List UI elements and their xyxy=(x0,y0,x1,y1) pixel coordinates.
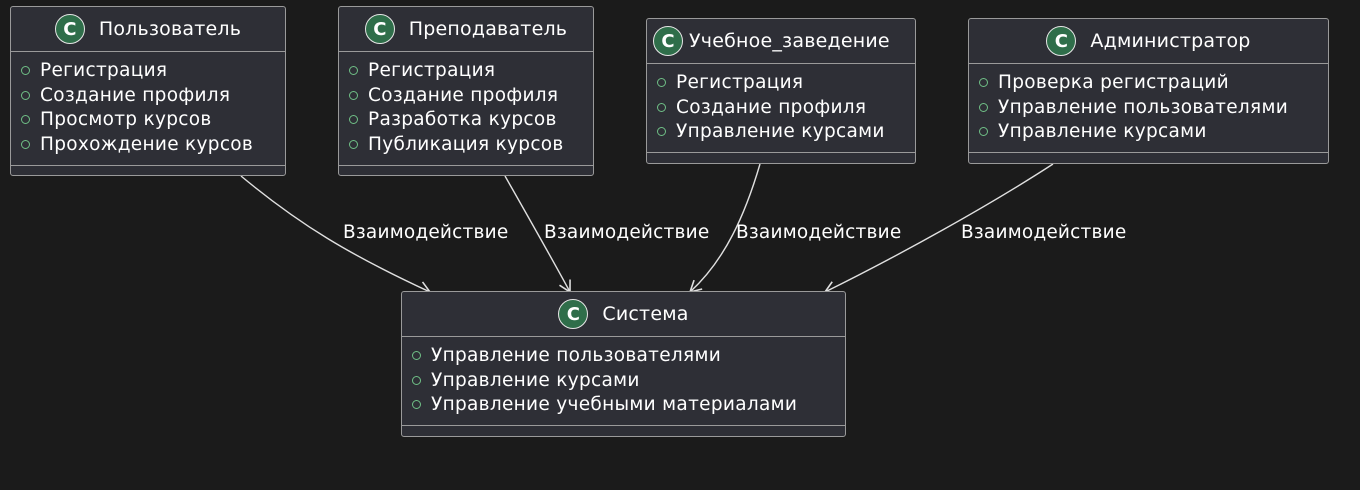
member: Управление курсами xyxy=(977,119,1328,144)
class-name: Администратор xyxy=(1090,30,1251,52)
class-methods xyxy=(339,166,593,175)
member: Создание профиля xyxy=(347,83,593,108)
relation-label: Взаимодействие xyxy=(343,222,509,243)
class-header: C Пользователь xyxy=(11,7,285,52)
relation-institution-system xyxy=(688,163,761,294)
member: Создание профиля xyxy=(655,95,915,120)
class-name: Пользователь xyxy=(98,18,242,40)
member: Управление учебными материалами xyxy=(410,392,845,417)
class-user[interactable]: C Пользователь Регистрация Создание проф… xyxy=(10,6,286,176)
class-members: Управление пользователями Управление кур… xyxy=(402,337,845,427)
class-members: Регистрация Создание профиля Управление … xyxy=(647,64,915,154)
member: Публикация курсов xyxy=(347,132,593,157)
relation-label: Взаимодействие xyxy=(544,222,710,243)
member-label: Регистрация xyxy=(368,59,496,81)
class-system[interactable]: C Система Управление пользователями Упра… xyxy=(401,291,846,437)
class-icon: C xyxy=(54,14,85,44)
class-icon: C xyxy=(558,299,589,329)
member: Регистрация xyxy=(655,70,915,95)
member-label: Создание профиля xyxy=(676,96,867,118)
relation-admin-system xyxy=(823,163,1054,294)
member: Разработка курсов xyxy=(347,107,593,132)
member-label: Публикация курсов xyxy=(368,133,564,155)
member-label: Управление курсами xyxy=(676,121,885,143)
public-visibility-icon xyxy=(349,139,358,149)
member: Регистрация xyxy=(19,58,285,83)
class-name: Система xyxy=(602,303,689,325)
member: Просмотр курсов xyxy=(19,107,285,132)
relation-user-system xyxy=(240,175,432,294)
public-visibility-icon xyxy=(979,127,988,137)
public-visibility-icon xyxy=(21,65,30,75)
member-label: Создание профиля xyxy=(368,84,559,106)
member-label: Управление курсами xyxy=(431,369,640,391)
class-institution[interactable]: C Учебное_заведение Регистрация Создание… xyxy=(646,18,916,164)
class-methods xyxy=(969,153,1328,163)
member: Проверка регистраций xyxy=(977,70,1328,95)
public-visibility-icon xyxy=(979,102,988,112)
member-label: Разработка курсов xyxy=(368,109,557,131)
relation-label: Взаимодействие xyxy=(961,222,1127,243)
member: Управление пользователями xyxy=(410,343,845,368)
member-label: Управление учебными материалами xyxy=(431,394,798,416)
public-visibility-icon xyxy=(349,90,358,100)
public-visibility-icon xyxy=(21,139,30,149)
public-visibility-icon xyxy=(21,115,30,125)
member: Управление пользователями xyxy=(977,95,1328,120)
member: Создание профиля xyxy=(19,83,285,108)
member-label: Управление курсами xyxy=(998,121,1207,143)
class-icon: C xyxy=(364,14,395,44)
member: Управление курсами xyxy=(655,119,915,144)
public-visibility-icon xyxy=(657,77,666,87)
public-visibility-icon xyxy=(657,102,666,112)
relation-teacher-system xyxy=(504,175,571,294)
member: Регистрация xyxy=(347,58,593,83)
member-label: Просмотр курсов xyxy=(40,109,212,131)
public-visibility-icon xyxy=(412,350,421,360)
class-teacher[interactable]: C Преподаватель Регистрация Создание про… xyxy=(338,6,594,176)
public-visibility-icon xyxy=(979,77,988,87)
class-icon: C xyxy=(653,26,683,56)
class-header: C Система xyxy=(402,292,845,337)
class-header: C Учебное_заведение xyxy=(647,19,915,64)
member-label: Управление пользователями xyxy=(998,96,1289,118)
relation-label: Взаимодействие xyxy=(736,222,902,243)
class-name: Преподаватель xyxy=(408,18,568,40)
public-visibility-icon xyxy=(349,115,358,125)
class-name: Учебное_заведение xyxy=(689,30,890,52)
public-visibility-icon xyxy=(657,127,666,137)
class-methods xyxy=(402,426,845,436)
class-members: Регистрация Создание профиля Разработка … xyxy=(339,52,593,166)
member: Прохождение курсов xyxy=(19,132,285,157)
member-label: Создание профиля xyxy=(40,84,231,106)
class-methods xyxy=(11,166,285,175)
member-label: Регистрация xyxy=(40,59,168,81)
public-visibility-icon xyxy=(21,90,30,100)
member-label: Регистрация xyxy=(676,71,804,93)
class-header: C Преподаватель xyxy=(339,7,593,52)
class-header: C Администратор xyxy=(969,19,1328,64)
member: Управление курсами xyxy=(410,368,845,393)
class-members: Регистрация Создание профиля Просмотр ку… xyxy=(11,52,285,166)
class-admin[interactable]: C Администратор Проверка регистраций Упр… xyxy=(968,18,1329,164)
class-members: Проверка регистраций Управление пользова… xyxy=(969,64,1328,154)
class-icon: C xyxy=(1046,26,1077,56)
public-visibility-icon xyxy=(412,375,421,385)
member-label: Проверка регистраций xyxy=(998,71,1229,93)
public-visibility-icon xyxy=(349,65,358,75)
member-label: Прохождение курсов xyxy=(40,133,254,155)
class-methods xyxy=(647,153,915,163)
member-label: Управление пользователями xyxy=(431,344,722,366)
public-visibility-icon xyxy=(412,400,421,410)
